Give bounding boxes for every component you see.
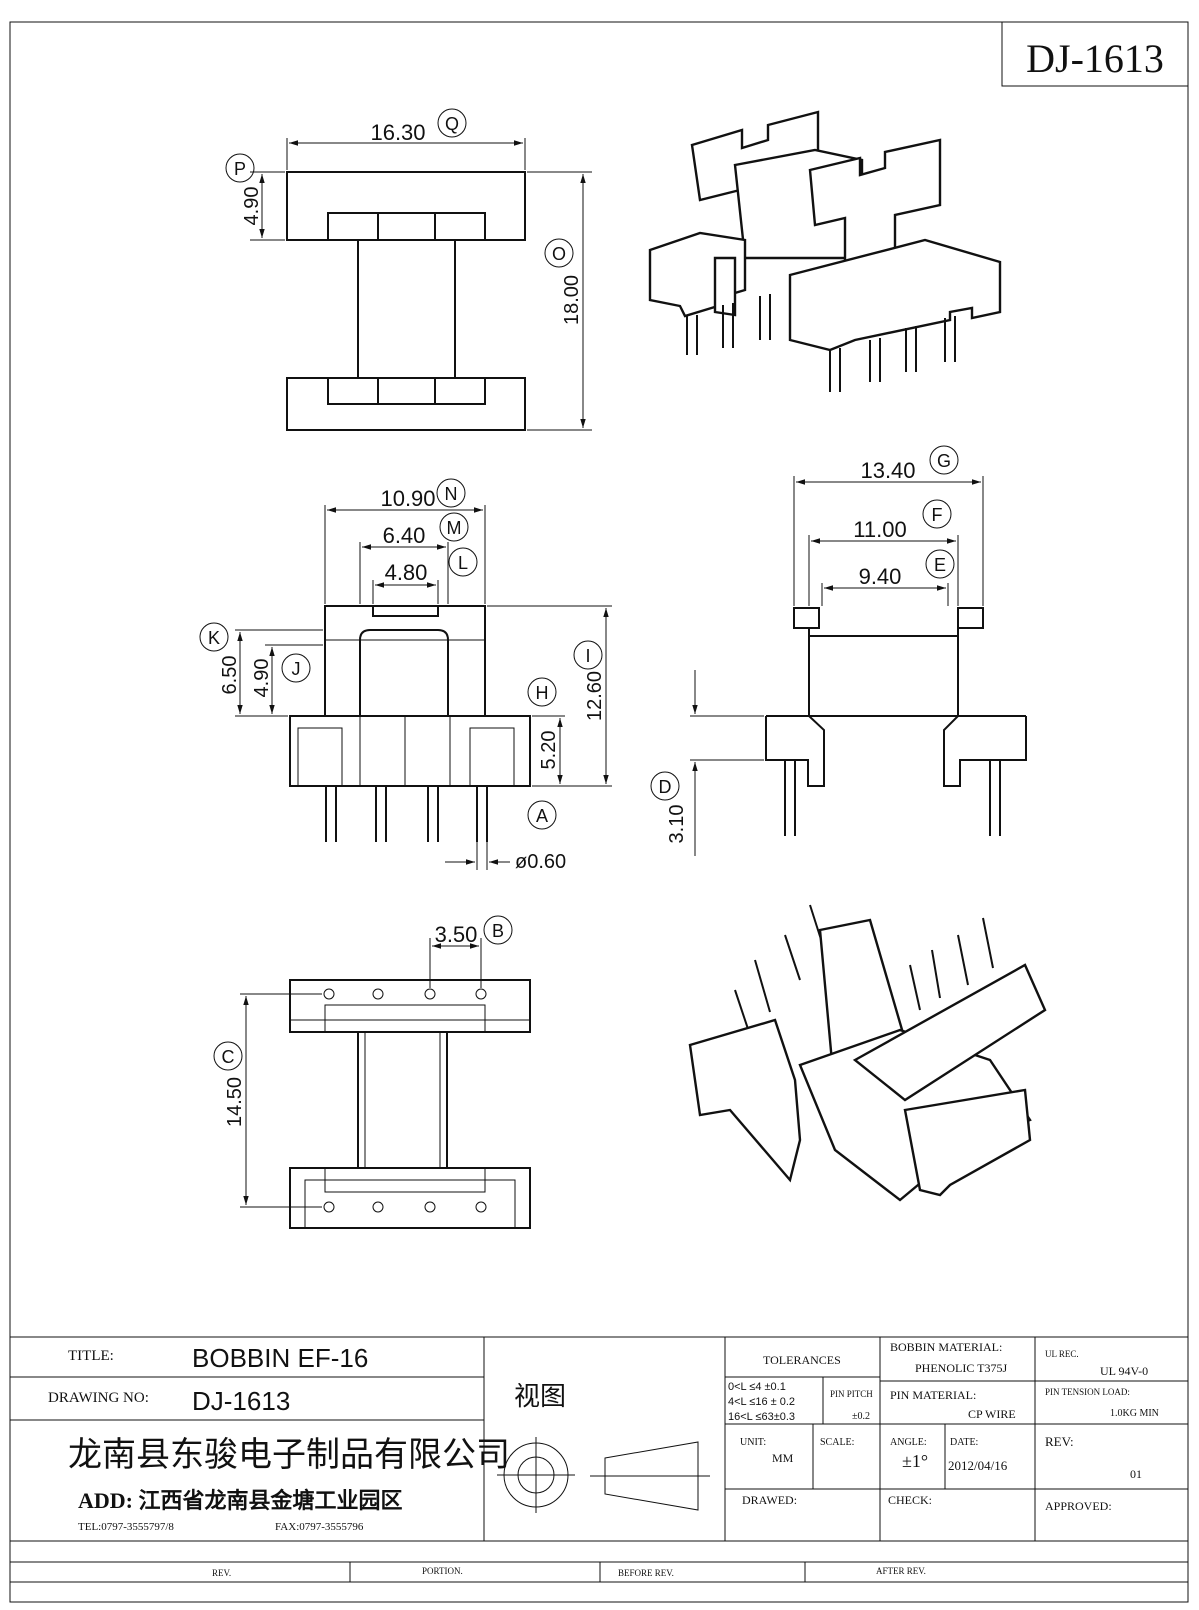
dim-a-value: ø0.60 [515,851,566,873]
dim-g-tag: G [937,451,951,471]
company-name: 龙南县东骏电子制品有限公司 [68,1436,510,1474]
dim-o-tag: O [552,244,566,264]
top-view: 16.30 Q 4.90 P 18.00 O [225,108,592,431]
footer-portion-label: PORTION. [422,1566,463,1576]
company-fax: FAX:0797-3555796 [275,1521,364,1533]
rev-value: 01 [1130,1467,1142,1481]
dim-l-value: 4.80 [385,560,428,585]
drawing-id: DJ-1613 [1026,36,1164,81]
company-address: ADD: 江西省龙南县金塘工业园区 [78,1488,403,1513]
footer-rev-label: REV. [212,1568,231,1578]
dim-d-value: 3.10 [666,805,688,844]
isometric-view-bottom [688,904,1047,1202]
dim-p-value: 4.90 [241,187,263,226]
dim-e-value: 9.40 [859,564,902,589]
title-value: BOBBIN EF-16 [192,1343,368,1373]
unit-value: MM [772,1451,794,1465]
drawing-no-label: DRAWING NO: [48,1390,149,1406]
dim-p-tag: P [234,159,246,179]
pin-pitch-label: PIN PITCH [830,1389,873,1399]
dim-f-tag: F [932,505,943,525]
view-label: 视图 [514,1382,566,1411]
dim-k-tag: K [208,628,220,648]
dim-q-value: 16.30 [370,120,425,145]
dim-m-tag: M [447,518,462,538]
pin-pitch-value: ±0.2 [852,1411,870,1422]
dim-i-value: 12.60 [584,671,606,721]
date-value: 2012/04/16 [948,1458,1008,1473]
dim-j-value: 4.90 [251,659,273,698]
front-view: 10.90 N 6.40 M 4.80 L 6.50 K 4.90 J 12.6 [199,478,612,873]
footer-after-rev-label: AFTER REV. [876,1566,926,1576]
dim-e-tag: E [934,555,946,575]
tol-line-1: 0<L ≤4 ±0.1 [728,1381,786,1393]
unit-label: UNIT: [740,1437,766,1448]
title-label: TITLE: [68,1348,114,1364]
drawing-id-box: DJ-1613 [1001,21,1189,87]
dim-a-tag: A [536,806,548,826]
tolerances-label: TOLERANCES [763,1353,841,1367]
sheet-border [9,21,1189,1603]
dim-f-value: 11.00 [853,517,906,542]
date-label: DATE: [950,1437,978,1448]
dim-h-value: 5.20 [538,731,560,770]
dim-d-tag: D [659,777,672,797]
check-label: CHECK: [888,1493,932,1507]
dim-j-tag: J [292,659,301,679]
pin-tension-label: PIN TENSION LOAD: [1045,1387,1130,1397]
ul-rec-label: UL REC. [1045,1349,1079,1359]
company-tel: TEL:0797-3555797/8 [78,1521,174,1533]
pin-tension-value: 1.0KG MIN [1110,1408,1159,1419]
dim-h-tag: H [536,683,549,703]
tol-line-3: 16<L ≤63±0.3 [728,1411,795,1423]
rev-label: REV: [1045,1434,1074,1449]
angle-value: ±1° [902,1451,928,1471]
dim-g-value: 13.40 [860,458,915,483]
dim-b-tag: B [492,921,504,941]
tol-line-2: 4<L ≤16 ± 0.2 [728,1396,795,1408]
footer-before-rev-label: BEFORE REV. [618,1568,674,1578]
projection-symbol [497,1437,710,1513]
isometric-view-top [648,110,1002,392]
dim-i-tag: I [585,646,590,666]
dim-m-value: 6.40 [383,523,426,548]
pin-material-label: PIN MATERIAL: [890,1388,976,1402]
title-block: TITLE: BOBBIN EF-16 DRAWING NO: DJ-1613 … [10,1336,1188,1583]
dim-l-tag: L [458,553,468,573]
bottom-view: 3.50 B 14.50 C [213,915,531,1229]
dim-b-value: 3.50 [435,922,478,947]
dim-n-value: 10.90 [380,486,435,511]
ul-rec-value: UL 94V-0 [1100,1364,1148,1378]
drawing-no-value: DJ-1613 [192,1386,290,1416]
dim-c-value: 14.50 [224,1077,246,1127]
bobbin-material-label: BOBBIN MATERIAL: [890,1340,1002,1354]
approved-label: APPROVED: [1045,1499,1112,1513]
dim-c-tag: C [222,1047,235,1067]
dim-n-tag: N [445,484,458,504]
scale-label: SCALE: [820,1437,854,1448]
angle-label: ANGLE: [890,1437,927,1448]
pin-material-value: CP WIRE [968,1407,1016,1421]
dim-q-tag: Q [445,114,459,134]
bobbin-material-value: PHENOLIC T375J [915,1361,1007,1375]
drawed-label: DRAWED: [742,1493,797,1507]
side-view: 13.40 G 11.00 F 9.40 E 3.10 D [650,445,1027,856]
dim-k-value: 6.50 [219,656,241,695]
dim-o-value: 18.00 [561,275,583,325]
